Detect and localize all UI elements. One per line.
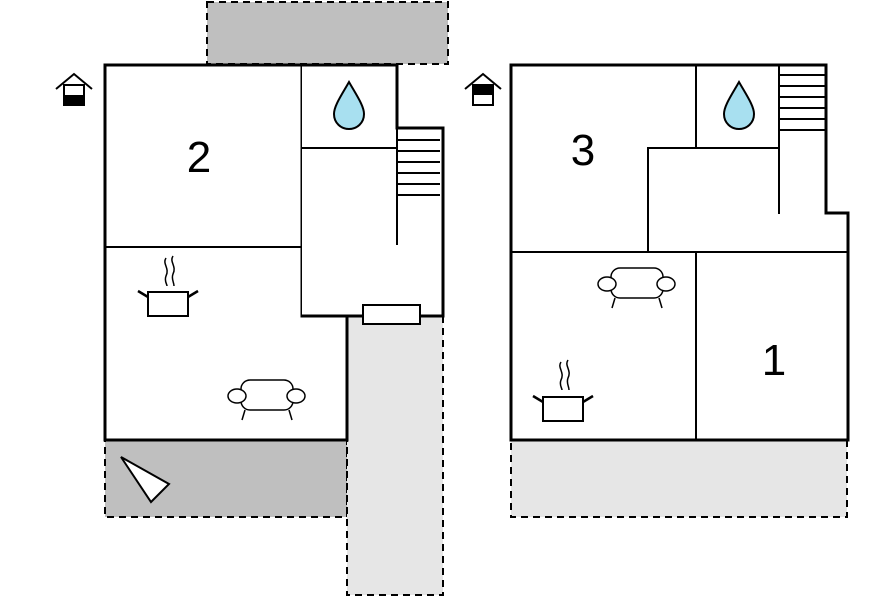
room-label: 3: [571, 126, 595, 175]
stairs-icon: [778, 65, 826, 214]
house-floor-indicator-icon: [55, 72, 93, 106]
bottom-terrace: [510, 439, 848, 518]
bathroom-water-drop-icon: [332, 79, 366, 131]
bathroom-water-drop-icon: [722, 79, 756, 131]
door-icon: [362, 304, 421, 325]
room-label: 1: [762, 336, 786, 385]
sofa-icon: [597, 267, 676, 309]
entrance-path: [346, 315, 444, 596]
hall-wall: [647, 147, 779, 252]
room-label: 2: [187, 133, 211, 182]
sofa-icon: [227, 379, 306, 421]
compass-north-arrow-icon: [120, 456, 171, 504]
left-floor-plan: 2: [55, 1, 449, 596]
top-terrace: [206, 1, 449, 65]
left-annex-wall: [302, 63, 445, 318]
right-floor-plan: 3 1: [464, 63, 850, 518]
kitchen-pot-icon: [532, 359, 594, 422]
house-floor-indicator-icon: [464, 72, 502, 106]
stairs-icon: [396, 128, 440, 245]
kitchen-pot-icon: [137, 255, 199, 317]
